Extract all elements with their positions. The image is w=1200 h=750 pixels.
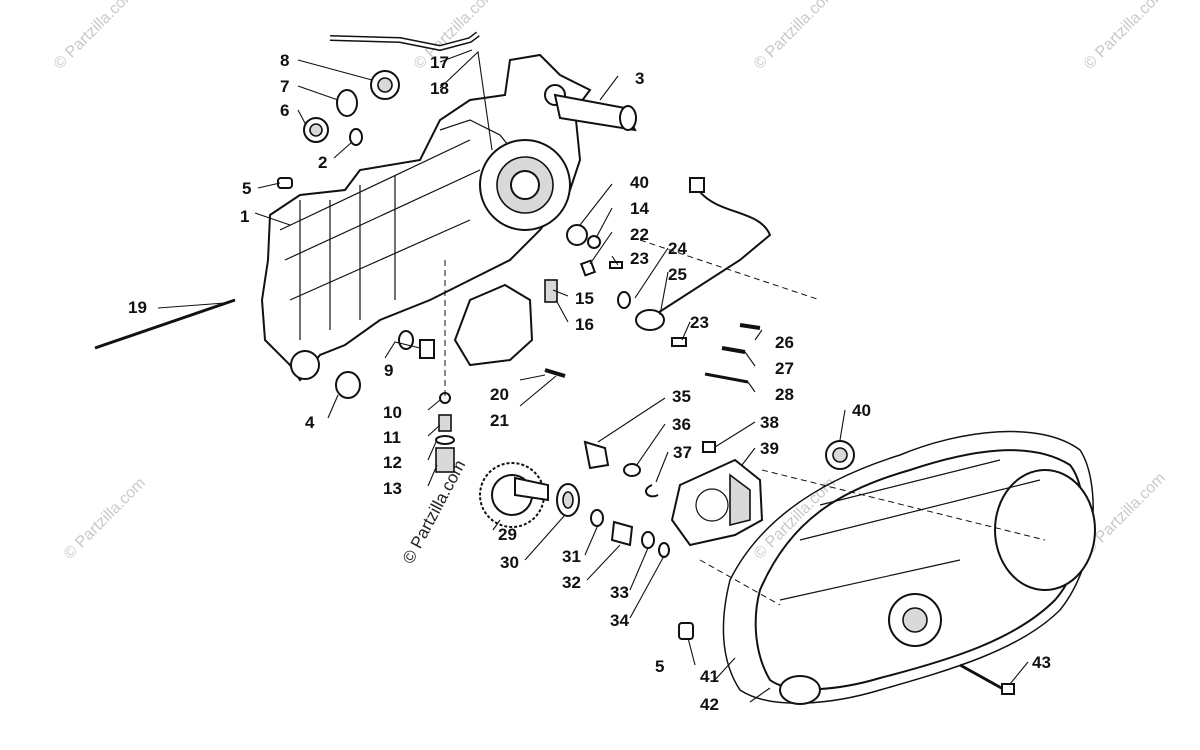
callout-9: 9: [384, 361, 393, 380]
watermark: © Partzilla.com: [1081, 0, 1169, 73]
callout-23: 23: [630, 249, 649, 268]
callout-31: 31: [562, 547, 581, 566]
crankcase-illustration: [94, 31, 772, 473]
callout-29: 29: [498, 525, 517, 544]
callout-24: 24: [668, 239, 687, 258]
callout-33: 33: [610, 583, 629, 602]
callout-13: 13: [383, 479, 402, 498]
callout-2: 2: [318, 153, 327, 172]
callout-14: 14: [630, 199, 649, 218]
callout-19: 19: [128, 298, 147, 317]
watermark: © Partzilla.com: [61, 475, 149, 563]
callout-40: 40: [852, 401, 871, 420]
callout-35: 35: [672, 387, 691, 406]
assembly-lines: [444, 239, 1046, 606]
callout-20: 20: [490, 385, 509, 404]
clutch-cover-illustration: [722, 430, 1096, 705]
callout-36: 36: [672, 415, 691, 434]
callout-43: 43: [1032, 653, 1051, 672]
callout-23: 23: [690, 313, 709, 332]
callout-42: 42: [700, 695, 719, 714]
callout-1: 1: [240, 207, 249, 226]
callout-41: 41: [700, 667, 719, 686]
callout-17: 17: [430, 53, 449, 72]
callout-22: 22: [630, 225, 649, 244]
callout-11: 11: [383, 428, 401, 447]
watermark: © Partzilla.com: [411, 0, 499, 73]
callout-21: 21: [490, 411, 509, 430]
callout-16: 16: [575, 315, 594, 334]
kickstart-illustration: [479, 440, 764, 640]
watermark: © Partzilla.com: [51, 0, 139, 73]
callout-7: 7: [280, 77, 289, 96]
callout-32: 32: [562, 573, 581, 592]
callout-5: 5: [655, 657, 664, 676]
callout-6: 6: [280, 101, 289, 120]
callout-12: 12: [383, 453, 402, 472]
watermark: © Partzilla.com: [751, 0, 839, 73]
callout-3: 3: [635, 69, 644, 88]
callout-38: 38: [760, 413, 779, 432]
callout-25: 25: [668, 265, 687, 284]
callout-5: 5: [242, 179, 251, 198]
callout-27: 27: [775, 359, 794, 378]
callout-37: 37: [673, 443, 692, 462]
callout-28: 28: [775, 385, 794, 404]
callout-10: 10: [383, 403, 402, 422]
callout-8: 8: [280, 51, 289, 70]
callout-26: 26: [775, 333, 794, 352]
callout-15: 15: [575, 289, 594, 308]
callout-18: 18: [430, 79, 449, 98]
callout-30: 30: [500, 553, 519, 572]
callout-40: 40: [630, 173, 649, 192]
callouts: 1 2 3 4 5 5 6 7 8 9 10 11 12 13 14 15 16…: [128, 51, 1051, 714]
watermark: © Partzilla.com: [399, 457, 470, 567]
callout-34: 34: [610, 611, 629, 630]
callout-4: 4: [305, 413, 315, 432]
leader-lines: [157, 49, 1029, 703]
callout-39: 39: [760, 439, 779, 458]
